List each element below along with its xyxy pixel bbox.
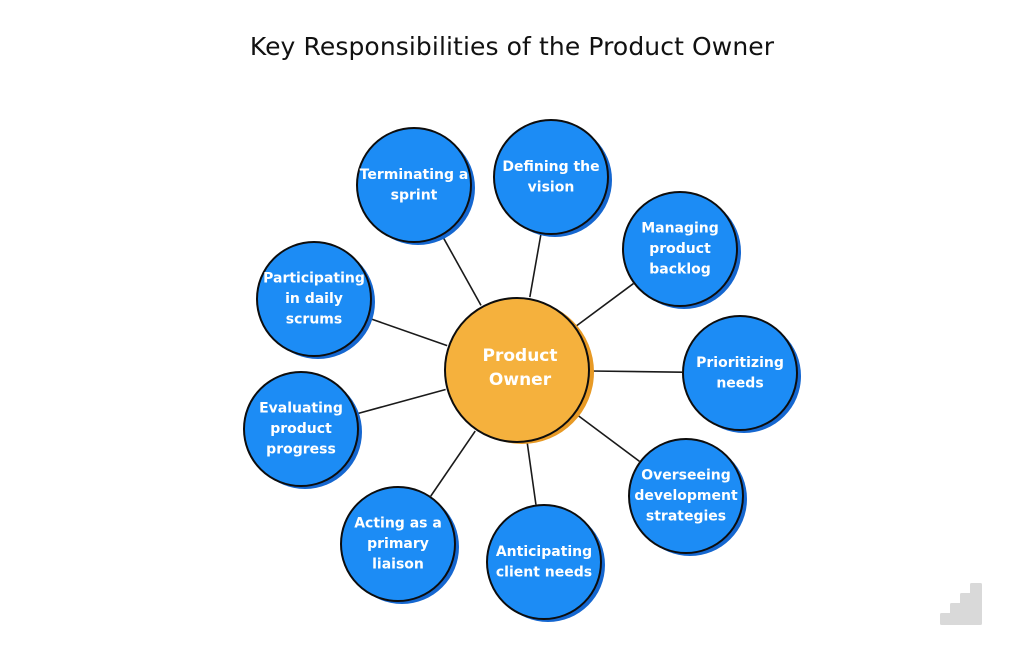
logo-square [970, 603, 982, 615]
connector-line [368, 317, 448, 347]
node-label: primary [367, 536, 429, 552]
connector-line [590, 370, 683, 374]
responsibility-nodes: Terminating a sprint Defining the visionMan… [243, 119, 801, 622]
node-label: needs [716, 375, 763, 391]
node-acting-as-a-primary-liaison: Acting as a primary liaison [340, 486, 459, 604]
node-prioritizing-needs: Prioritizing needs [682, 315, 801, 433]
center-circle [444, 297, 590, 443]
node-label: Terminating a [360, 167, 469, 183]
logo-square [950, 603, 962, 615]
logo-square [950, 613, 962, 625]
node-label: vision [528, 179, 575, 195]
node-terminating-a-sprint: Terminating a sprint [356, 127, 475, 245]
logo-square [960, 593, 972, 605]
node-anticipating-client-needs: Anticipating client needs [486, 504, 605, 622]
node-label: sprint [391, 187, 438, 203]
node-circle [243, 371, 359, 487]
connector-line [441, 235, 482, 306]
logo-square [970, 583, 982, 595]
node-managing-product-backlog: Managing product backlog [622, 191, 741, 309]
node-label: development [634, 488, 738, 504]
node-circle [493, 119, 609, 235]
node-label: Anticipating [496, 544, 592, 560]
node-label: Participating [263, 271, 365, 287]
logo-square [940, 613, 952, 625]
connector-line [575, 282, 634, 327]
node-label: Prioritizing [696, 355, 784, 371]
connector-line [529, 233, 542, 298]
center-label: Owner [489, 370, 552, 390]
node-circle [628, 438, 744, 554]
node-overseeing-development-strategies: Overseeing development strategies [628, 438, 747, 556]
center-label: Product [483, 346, 558, 366]
node-circle [340, 486, 456, 602]
logo-square [970, 593, 982, 605]
connector-line [356, 388, 446, 415]
node-label: Evaluating [259, 401, 343, 417]
node-circle [486, 504, 602, 620]
node-label: Managing [641, 221, 719, 237]
brand-logo-icon [940, 583, 982, 625]
connector-line [575, 413, 640, 462]
connector-lines [356, 233, 683, 505]
node-label: Overseeing [641, 468, 731, 484]
node-circle [256, 241, 372, 357]
node-label: product [270, 421, 332, 437]
node-participating-in-daily-scrums: Participating in daily scrums [256, 241, 375, 359]
logo-square [960, 603, 972, 615]
connector-line [526, 443, 537, 505]
node-label: progress [266, 442, 336, 458]
node-circle [356, 127, 472, 243]
node-label: Acting as a [354, 516, 442, 532]
node-label: scrums [286, 312, 342, 328]
node-label: in daily [285, 291, 343, 307]
connector-line [430, 430, 476, 497]
node-defining-the-vision: Defining the vision [493, 119, 612, 237]
node-label: liaison [372, 557, 424, 573]
node-evaluating-product-progress: Evaluating product progress [243, 371, 362, 489]
node-label: backlog [649, 262, 711, 278]
node-label: product [649, 241, 711, 257]
node-circle [682, 315, 798, 431]
diagram-title: Key Responsibilities of the Product Owne… [249, 32, 775, 61]
logo-square [960, 613, 972, 625]
node-label: client needs [496, 564, 592, 580]
node-circle [622, 191, 738, 307]
node-label: Defining the [502, 159, 599, 175]
logo-square [970, 613, 982, 625]
node-label: strategies [646, 509, 726, 525]
